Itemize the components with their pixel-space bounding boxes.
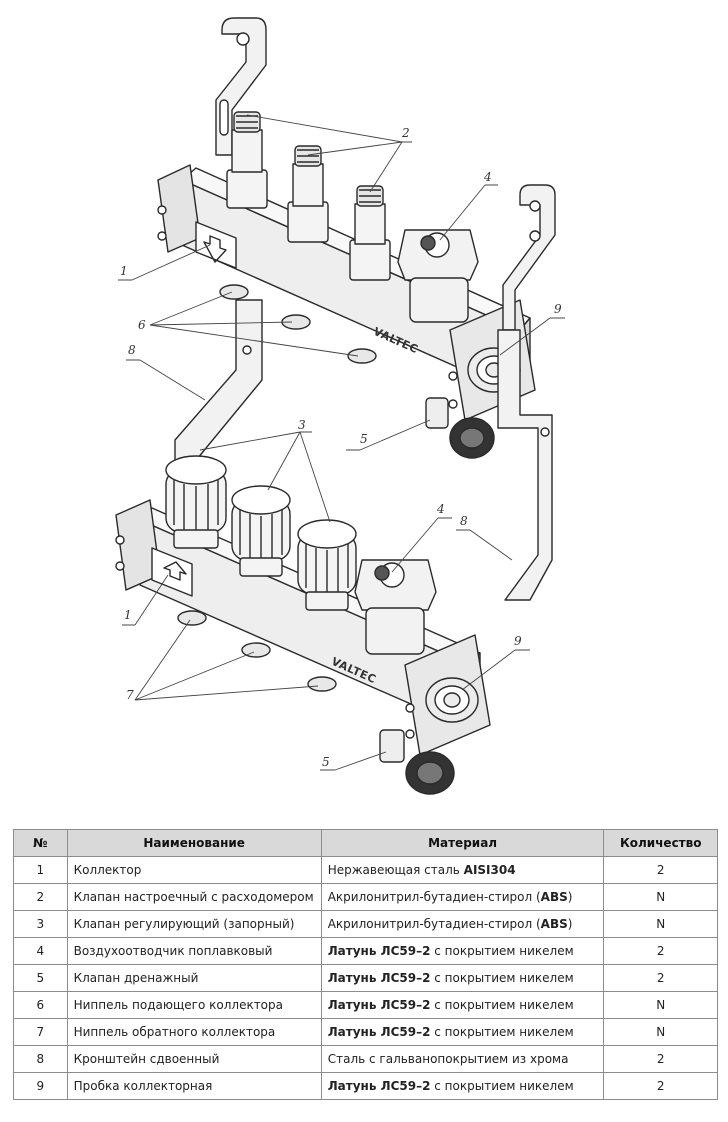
material-bold-part: AISI304 xyxy=(463,863,516,877)
callout-8-top: 8 xyxy=(128,343,136,357)
material-part: с покрытием никелем xyxy=(430,944,574,958)
callout-7: 7 xyxy=(126,688,134,702)
header-number: № xyxy=(13,829,68,857)
row-name: Ниппель подающего коллектора xyxy=(66,991,322,1019)
top-air-vent xyxy=(397,229,479,323)
callout-2: 2 xyxy=(402,126,410,140)
bottom-air-vent xyxy=(354,559,437,655)
callout-4-top: 4 xyxy=(484,170,492,184)
row-name: Клапан регулирующий (запорный) xyxy=(66,910,322,938)
callout-1-bottom: 1 xyxy=(124,608,132,622)
right-bracket xyxy=(497,184,556,601)
material-part: ) xyxy=(567,917,573,931)
row-material: Нержавеющая сталь AISI304 xyxy=(320,856,605,884)
manifold-technical-drawing: 2 4 1 6 9 8 5 3 4 8 1 9 7 5 VALTEC VALTE… xyxy=(115,17,565,795)
bottom-drain-valve xyxy=(379,729,455,795)
callout-5-bottom: 5 xyxy=(322,755,330,769)
callout-9-bottom: 9 xyxy=(514,634,522,648)
left-bracket-middle xyxy=(174,299,263,471)
row-number: 5 xyxy=(13,964,68,992)
material-part: с покрытием никелем xyxy=(430,1025,574,1039)
row-material: Латунь ЛС59–2 с покрытием никелем xyxy=(320,1072,605,1100)
row-number: 9 xyxy=(13,1072,68,1100)
callout-5-top: 5 xyxy=(360,432,368,446)
row-quantity: 2 xyxy=(603,964,718,992)
row-number: 6 xyxy=(13,991,68,1019)
header-quantity: Количество xyxy=(603,829,718,857)
row-name: Воздухоотводчик поплавковый xyxy=(66,937,322,965)
material-bold-part: ABS xyxy=(540,890,568,904)
material-bold-part: Латунь ЛС59–2 xyxy=(327,944,431,958)
row-name: Коллектор xyxy=(66,856,322,884)
material-part: ) xyxy=(567,890,573,904)
row-material: Акрилонитрил-бутадиен-стирол (ABS) xyxy=(320,910,605,938)
top-left-bracket xyxy=(215,17,267,156)
row-quantity: 2 xyxy=(603,856,718,884)
top-drain-valve xyxy=(425,397,495,459)
row-material: Латунь ЛС59–2 с покрытием никелем xyxy=(320,991,605,1019)
material-bold-part: Латунь ЛС59–2 xyxy=(327,998,431,1012)
callout-1-top: 1 xyxy=(120,264,128,278)
material-bold-part: Латунь ЛС59–2 xyxy=(327,971,431,985)
callout-9-top: 9 xyxy=(554,302,562,316)
leader-lines xyxy=(118,114,565,771)
row-name: Ниппель обратного коллектора xyxy=(66,1018,322,1046)
callout-4-bottom: 4 xyxy=(437,502,445,516)
row-name: Клапан настроечный с расходомером xyxy=(66,883,322,911)
material-part: с покрытием никелем xyxy=(430,1079,574,1093)
callout-8-bottom: 8 xyxy=(460,514,468,528)
row-quantity: 2 xyxy=(603,1072,718,1100)
row-material: Латунь ЛС59–2 с покрытием никелем xyxy=(320,964,605,992)
row-material: Латунь ЛС59–2 с покрытием никелем xyxy=(320,1018,605,1046)
row-name: Клапан дренажный xyxy=(66,964,322,992)
bottom-plug xyxy=(425,677,479,723)
table-header-row: № Наименование Материал Количество xyxy=(13,829,718,857)
bottom-regulating-valves xyxy=(165,455,357,611)
row-material: Сталь с гальванопокрытием из хрома xyxy=(320,1045,605,1073)
row-name: Пробка коллекторная xyxy=(66,1072,322,1100)
row-number: 7 xyxy=(13,1018,68,1046)
callout-6: 6 xyxy=(138,318,146,332)
row-quantity: N xyxy=(603,910,718,938)
material-part: Акрилонитрил-бутадиен-стирол ( xyxy=(327,917,541,931)
row-name: Кронштейн сдвоенный xyxy=(66,1045,322,1073)
material-part: Сталь с гальванопокрытием из хрома xyxy=(327,1052,569,1066)
row-quantity: N xyxy=(603,991,718,1019)
manifold-illustration xyxy=(115,17,565,795)
callout-3: 3 xyxy=(298,418,306,432)
row-number: 4 xyxy=(13,937,68,965)
row-quantity: 2 xyxy=(603,1045,718,1073)
row-number: 1 xyxy=(13,856,68,884)
header-name: Наименование xyxy=(66,829,322,857)
row-material: Латунь ЛС59–2 с покрытием никелем xyxy=(320,937,605,965)
material-bold-part: Латунь ЛС59–2 xyxy=(327,1079,431,1093)
material-part: с покрытием никелем xyxy=(430,998,574,1012)
row-number: 2 xyxy=(13,883,68,911)
bottom-nipples xyxy=(177,610,337,692)
row-quantity: N xyxy=(603,1018,718,1046)
row-number: 3 xyxy=(13,910,68,938)
material-bold-part: ABS xyxy=(540,917,568,931)
row-quantity: 2 xyxy=(603,937,718,965)
row-material: Акрилонитрил-бутадиен-стирол (ABS) xyxy=(320,883,605,911)
material-part: Акрилонитрил-бутадиен-стирол ( xyxy=(327,890,541,904)
row-number: 8 xyxy=(13,1045,68,1073)
material-part: Нержавеющая сталь xyxy=(327,863,464,877)
material-bold-part: Латунь ЛС59–2 xyxy=(327,1025,431,1039)
material-part: с покрытием никелем xyxy=(430,971,574,985)
header-material: Материал xyxy=(320,829,605,857)
row-quantity: N xyxy=(603,883,718,911)
top-flow-valves xyxy=(226,111,391,281)
